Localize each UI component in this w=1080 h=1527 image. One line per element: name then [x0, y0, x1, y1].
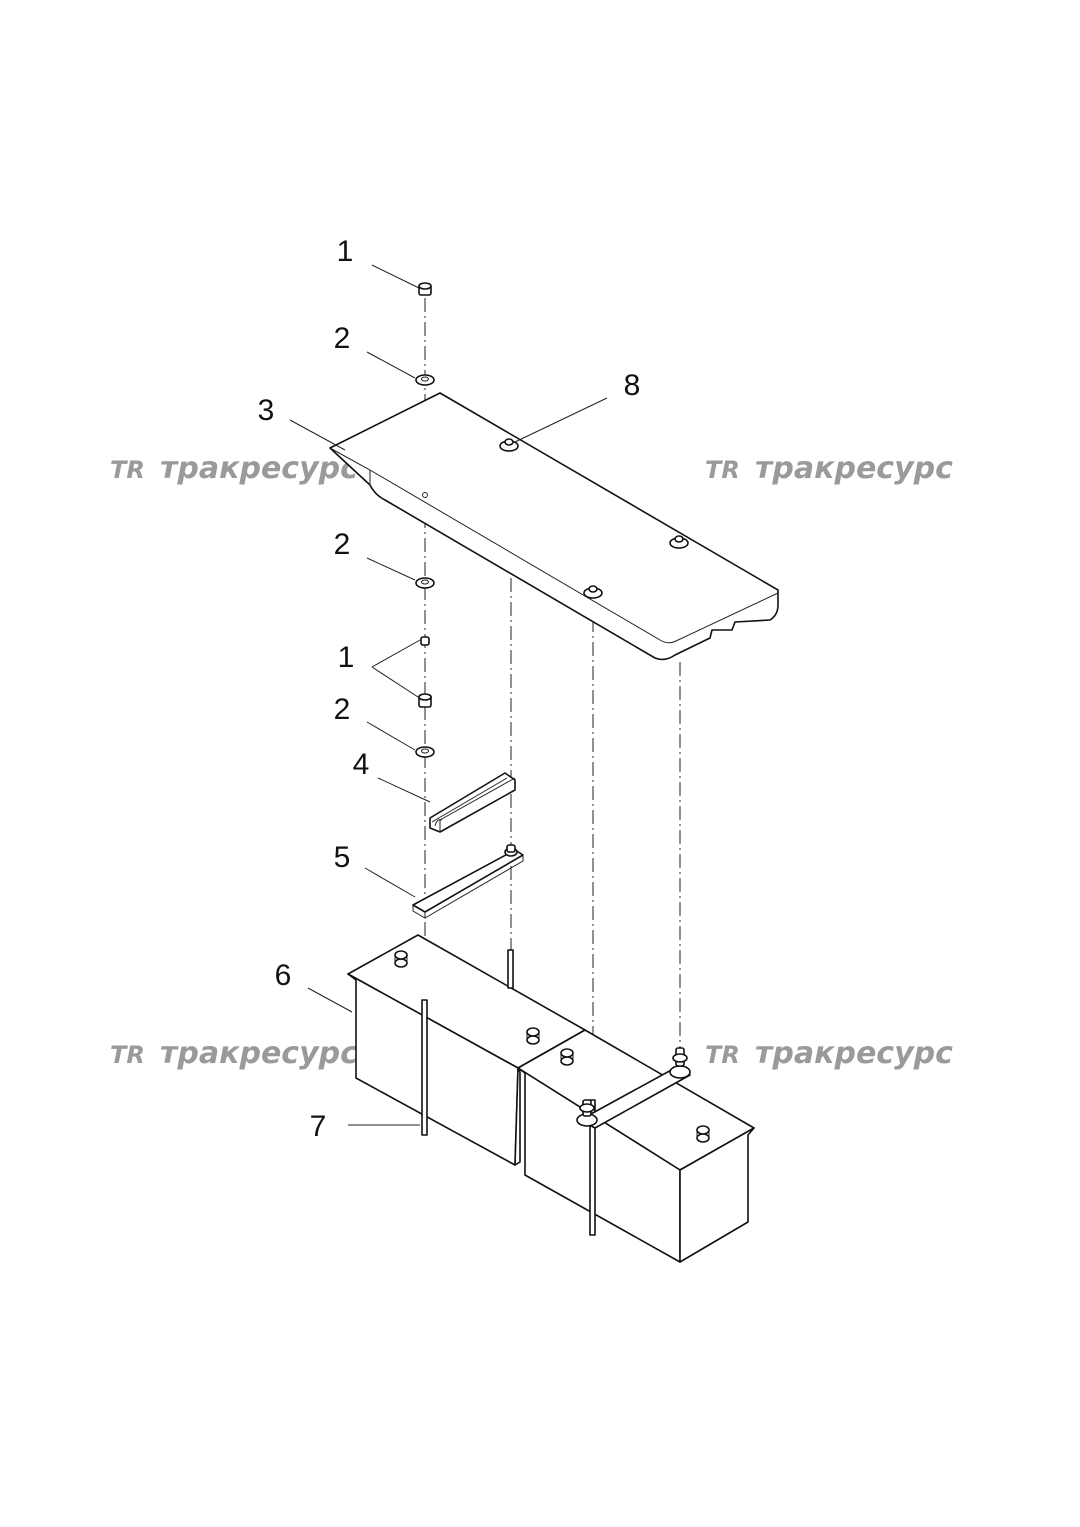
callout-2: 2	[334, 693, 351, 726]
callout-1: 1	[338, 641, 355, 674]
watermark-logo: TR	[705, 456, 740, 484]
cover-stud	[499, 438, 519, 452]
callout-5: 5	[334, 841, 351, 874]
leader-line	[307, 987, 353, 1013]
callout-7: 7	[310, 1110, 327, 1143]
nut-small	[420, 636, 430, 646]
leader-line	[514, 397, 608, 443]
battery-cover	[329, 392, 779, 661]
watermark-logo: TR	[110, 1041, 145, 1069]
leader-line	[371, 639, 421, 668]
watermark-text: тракресурс	[160, 451, 358, 486]
battery-left	[347, 934, 586, 1166]
watermark-text: тракресурс	[160, 1036, 358, 1071]
callout-2: 2	[334, 528, 351, 561]
leader-line	[364, 867, 416, 898]
leader-line	[289, 419, 346, 451]
watermark-text: тракресурс	[755, 1036, 953, 1071]
leader-line	[377, 777, 431, 803]
watermark-logo: TR	[110, 456, 145, 484]
callout-8: 8	[624, 369, 641, 402]
cover-stud	[583, 585, 603, 599]
watermark-bottom-left: TR тракресурс	[110, 1036, 358, 1071]
watermark-bottom-right: TR тракресурс	[705, 1036, 953, 1071]
washer-middle	[415, 577, 435, 589]
washer-top	[415, 374, 435, 386]
leader-line	[366, 557, 416, 581]
tie-rod-right	[589, 1099, 596, 1236]
nut-top	[418, 282, 432, 296]
callout-6: 6	[275, 959, 292, 992]
washer-lower	[415, 746, 435, 758]
callout-1: 1	[337, 235, 354, 268]
cover-stud	[669, 535, 689, 549]
installed-clamp	[576, 1047, 691, 1129]
leader-line	[371, 666, 419, 698]
callout-2: 2	[334, 322, 351, 355]
nut-large	[418, 693, 432, 708]
watermark-top-right: TR тракресурс	[705, 451, 953, 486]
leader-line	[366, 721, 416, 751]
leader-line	[371, 264, 420, 289]
channel-bracket	[429, 772, 516, 833]
callout-4: 4	[353, 748, 370, 781]
callout-3: 3	[258, 394, 275, 427]
watermark-top-left: TR тракресурс	[110, 451, 358, 486]
tie-rod-mid	[507, 949, 514, 989]
watermark-text: тракресурс	[755, 451, 953, 486]
clamp-bar	[412, 844, 524, 919]
watermark-logo: TR	[705, 1041, 740, 1069]
tie-rod-left	[421, 999, 428, 1136]
leader-line	[366, 351, 416, 379]
